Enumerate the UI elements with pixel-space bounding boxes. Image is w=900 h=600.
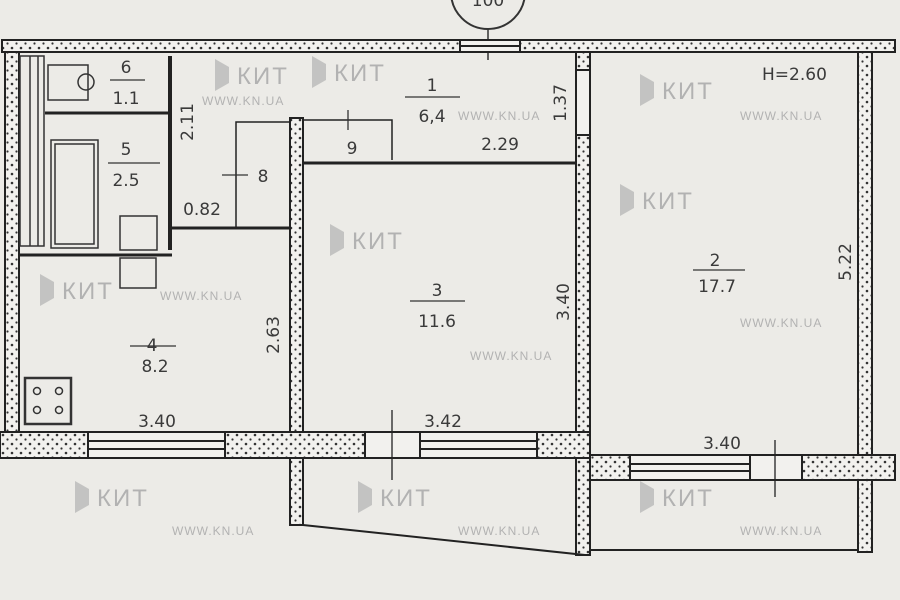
- room3-window: [419, 431, 538, 459]
- kit-logo-icon: [358, 481, 372, 513]
- room-labels: 61.1 52.5 16,4 8 9 311.6 48.2 217.7: [108, 58, 745, 377]
- wall-room3-room2: [575, 134, 591, 556]
- tile-column: [19, 55, 45, 247]
- watermark-url: WWW.KN.UA: [470, 349, 552, 363]
- kit-logo-icon: [40, 274, 54, 306]
- watermark: КИТ: [312, 56, 386, 88]
- dim-kitchen-width: 3.40: [138, 412, 176, 432]
- wall-corridor-room2: [575, 51, 591, 71]
- svg-text:КИТ: КИТ: [352, 228, 404, 255]
- svg-text:3: 3: [432, 281, 443, 301]
- dim-kitchen-depth: 2.63: [264, 316, 284, 354]
- watermark: КИТ: [330, 224, 404, 256]
- room2-balcony-door: [749, 454, 803, 481]
- room-label: 16,4: [405, 76, 460, 127]
- svg-text:КИТ: КИТ: [380, 485, 432, 512]
- dim-room3-width: 3.42: [424, 412, 462, 432]
- room-label: 8: [222, 167, 268, 187]
- svg-text:8.2: 8.2: [141, 357, 168, 377]
- svg-text:100: 100: [472, 0, 504, 11]
- watermark-url: WWW.KN.UA: [160, 289, 242, 303]
- kit-logo-icon: [640, 74, 654, 106]
- room2-window: [629, 454, 751, 481]
- svg-text:КИТ: КИТ: [237, 63, 289, 90]
- svg-text:КИТ: КИТ: [642, 188, 694, 215]
- dimensions: H=2.60 2.11 0.82 1.37 2.29 2.63 3.40 3.4…: [138, 65, 856, 454]
- toilet-icon: [47, 64, 89, 101]
- watermark: КИТ: [640, 74, 714, 106]
- watermark-url: WWW.KN.UA: [458, 109, 540, 123]
- room-label: 61.1: [110, 58, 145, 109]
- stove-icon: [23, 376, 73, 426]
- svg-text:2.5: 2.5: [112, 171, 139, 191]
- room-label: 48.2: [130, 336, 176, 377]
- dim-toilet-depth: 2.11: [178, 103, 198, 141]
- svg-text:КИТ: КИТ: [62, 278, 114, 305]
- watermark: КИТ: [215, 59, 289, 91]
- watermark: КИТ: [620, 184, 694, 216]
- svg-text:КИТ: КИТ: [662, 78, 714, 105]
- kit-logo-icon: [312, 56, 326, 88]
- svg-text:6: 6: [121, 58, 132, 78]
- doorway-room2: [575, 69, 591, 136]
- room-label: 52.5: [108, 140, 160, 191]
- watermarks: КИТ КИТ КИТ КИТ КИТ КИТ КИТ КИТ КИТ WWW.…: [40, 56, 822, 538]
- left-wall: [4, 51, 20, 443]
- watermark-url: WWW.KN.UA: [202, 94, 284, 108]
- watermark-url: WWW.KN.UA: [172, 524, 254, 538]
- kitchen-window: [87, 431, 226, 459]
- watermark: КИТ: [40, 274, 114, 306]
- watermark-url: WWW.KN.UA: [740, 109, 822, 123]
- svg-text:1: 1: [427, 76, 438, 96]
- fixtures: [19, 55, 158, 426]
- svg-text:КИТ: КИТ: [334, 60, 386, 87]
- kit-logo-icon: [215, 59, 229, 91]
- top-wall-left: [1, 39, 461, 53]
- svg-text:КИТ: КИТ: [662, 485, 714, 512]
- dim-corridor-length: 2.29: [481, 135, 519, 155]
- top-wall-right: [519, 39, 896, 53]
- kit-logo-icon: [640, 481, 654, 513]
- room-label: 311.6: [410, 281, 465, 332]
- svg-text:6,4: 6,4: [418, 107, 445, 127]
- watermark: КИТ: [358, 481, 432, 513]
- kit-logo-icon: [75, 481, 89, 513]
- svg-text:8: 8: [258, 167, 269, 187]
- dim-room3-depth: 3.40: [554, 283, 574, 321]
- dim-room2-width: 3.40: [703, 434, 741, 454]
- dim-niche-width: 0.82: [183, 200, 221, 220]
- svg-text:11.6: 11.6: [418, 312, 456, 332]
- ceiling-height: H=2.60: [762, 65, 827, 85]
- watermark: КИТ: [640, 481, 714, 513]
- svg-text:17.7: 17.7: [698, 277, 736, 297]
- kit-logo-icon: [330, 224, 344, 256]
- dim-room2-depth: 5.22: [836, 243, 856, 281]
- sink-icon: [119, 215, 158, 251]
- watermark-url: WWW.KN.UA: [740, 524, 822, 538]
- watermark-url: WWW.KN.UA: [458, 524, 540, 538]
- svg-text:5: 5: [121, 140, 132, 160]
- walls: [0, 39, 896, 556]
- wall-kitchen-room3: [289, 117, 304, 526]
- room-label: 9: [347, 110, 358, 159]
- dim-corridor-depth: 1.37: [551, 84, 571, 122]
- kit-logo-icon: [620, 184, 634, 216]
- svg-text:КИТ: КИТ: [97, 485, 149, 512]
- watermark-url: WWW.KN.UA: [740, 316, 822, 330]
- watermark: КИТ: [75, 481, 149, 513]
- svg-text:2: 2: [710, 251, 721, 271]
- bathtub-icon: [50, 139, 99, 249]
- room-label: 217.7: [693, 251, 745, 297]
- svg-text:1.1: 1.1: [112, 89, 139, 109]
- svg-text:9: 9: [347, 139, 358, 159]
